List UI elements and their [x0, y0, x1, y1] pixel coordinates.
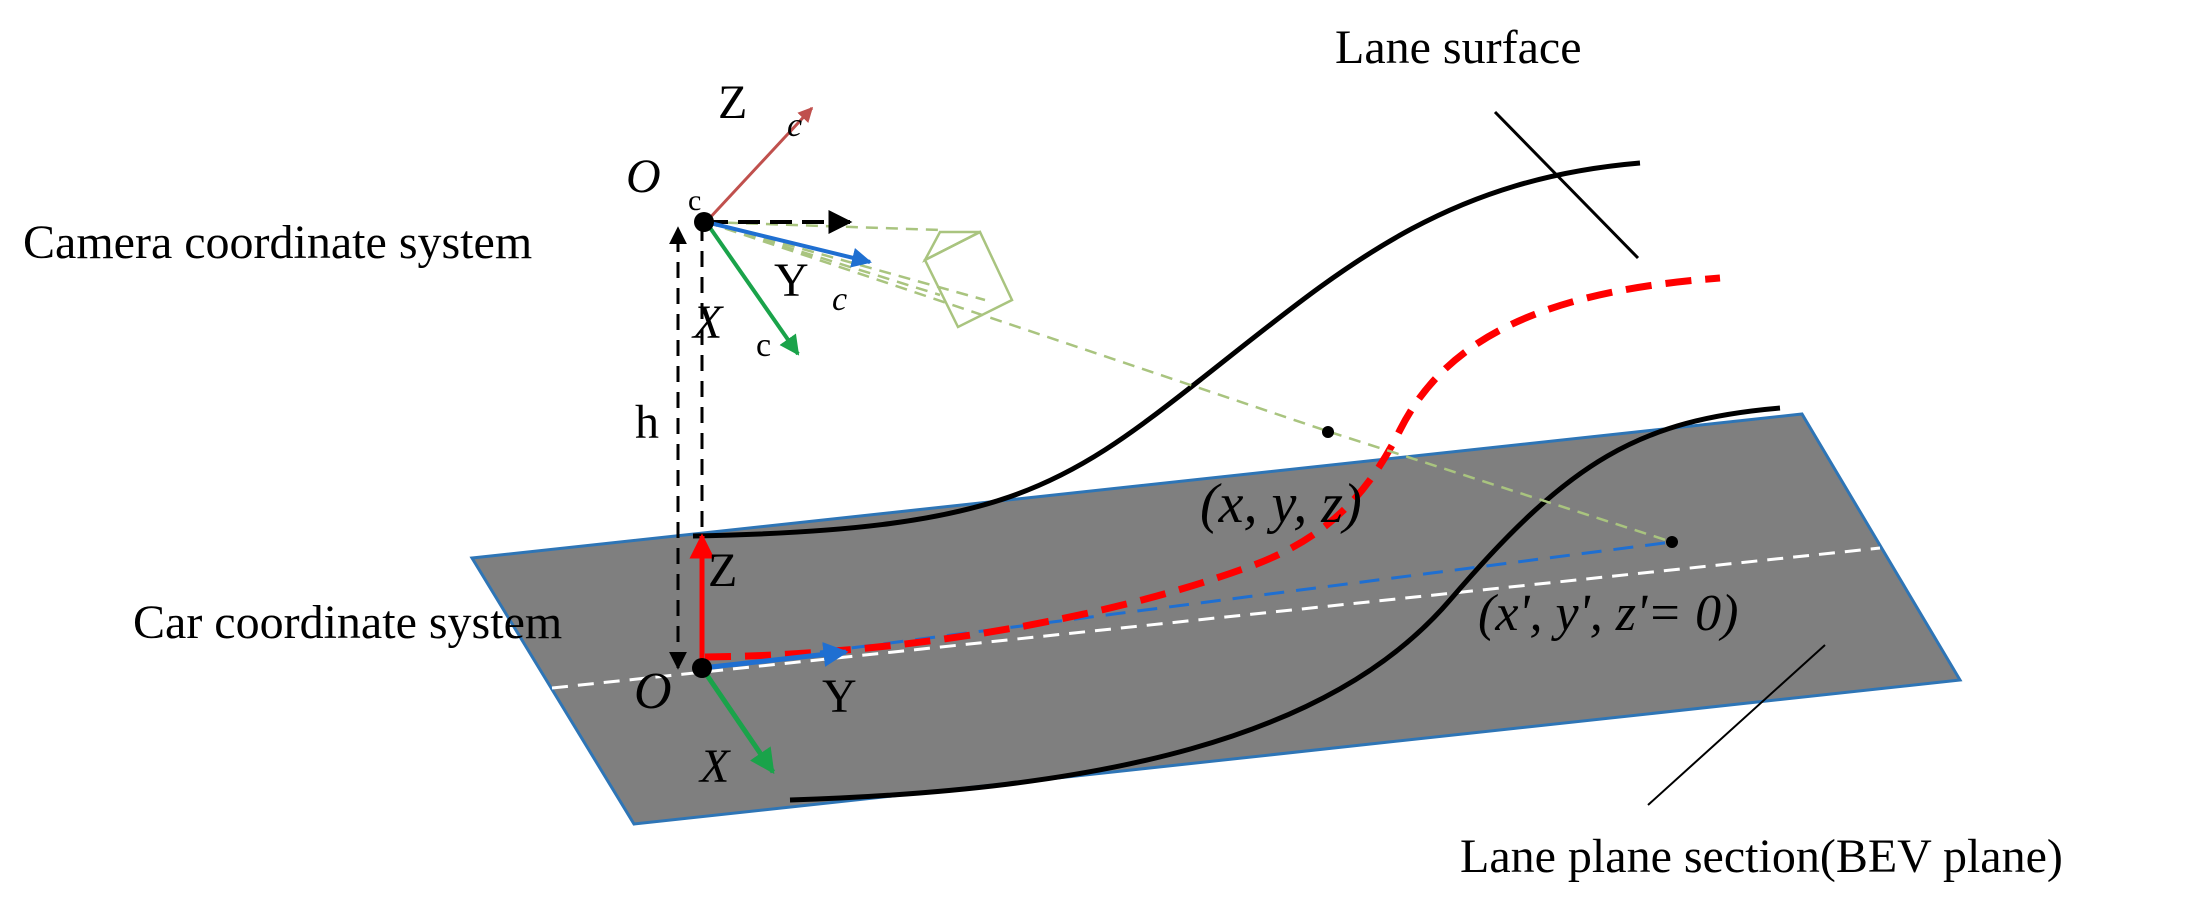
camera-system-label: Camera coordinate system: [23, 216, 532, 269]
camera-view-rays: [705, 220, 1673, 544]
car-origin-label: O: [634, 663, 672, 720]
camera-y-axis: [705, 220, 872, 268]
camera-origin-dot: [694, 212, 714, 232]
camera-origin-sub: c: [688, 184, 701, 217]
lane-surface-curve-top: [692, 160, 1641, 539]
camera-origin-label: O: [626, 150, 661, 203]
camera-x-axis: [704, 220, 800, 356]
lane-plane-pointer: [1647, 644, 1826, 806]
camera-frustum: [922, 230, 1014, 329]
car-x-axis: [699, 666, 776, 775]
height-label: h: [635, 396, 659, 449]
projected-lane-curve: [704, 274, 1721, 661]
camera-z-sub: c: [787, 107, 802, 144]
lane-surface-label: Lane surface: [1335, 21, 1582, 74]
lane-curve-bottom: [789, 405, 1781, 803]
point-3d-dot: [1322, 426, 1334, 438]
camera-y-label: Y: [774, 254, 809, 307]
car-x-label: X: [698, 740, 731, 793]
camera-x-label: X: [691, 296, 724, 349]
point-bev-dot: [1666, 536, 1678, 548]
plane-reference-line: [551, 546, 1881, 690]
camera-x-sub: c: [756, 327, 771, 364]
point-bev-label: (x', y', z'= 0): [1478, 585, 1738, 642]
camera-y-sub: c: [832, 281, 847, 318]
car-system-label: Car coordinate system: [133, 596, 562, 649]
bev-plane: [469, 412, 1963, 826]
car-origin-dot: [692, 658, 712, 678]
lane-surface-pointer: [1493, 110, 1640, 260]
point-3d-label: (x, y, z): [1200, 473, 1362, 535]
car-y-label: Y: [822, 670, 857, 723]
lane-plane-label: Lane plane section(BEV plane): [1460, 830, 2063, 883]
car-z-label: Z: [708, 544, 737, 597]
car-y-axis: [701, 642, 849, 671]
camera-z-axis: [704, 106, 814, 224]
camera-z-label: Z: [718, 76, 747, 129]
